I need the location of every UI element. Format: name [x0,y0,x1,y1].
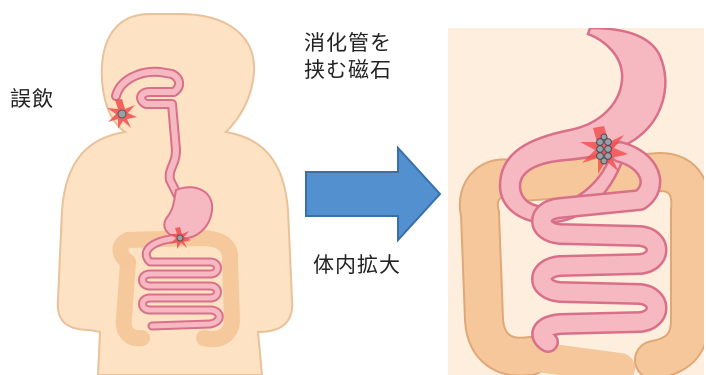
magnet-caption-line-1: 消化管を [304,30,392,57]
right-arrow-icon [306,148,440,240]
magnet-caption-line-2: 挟む磁石 [304,57,392,84]
zoom-label: 体内拡大 [313,252,401,279]
ingestion-label: 誤飲 [10,86,54,113]
magnet-cluster-icon [177,235,183,241]
zoom-panel [448,28,704,375]
magnet-cluster-icon [118,110,126,118]
magnet-caption: 消化管を 挟む磁石 [304,30,392,84]
